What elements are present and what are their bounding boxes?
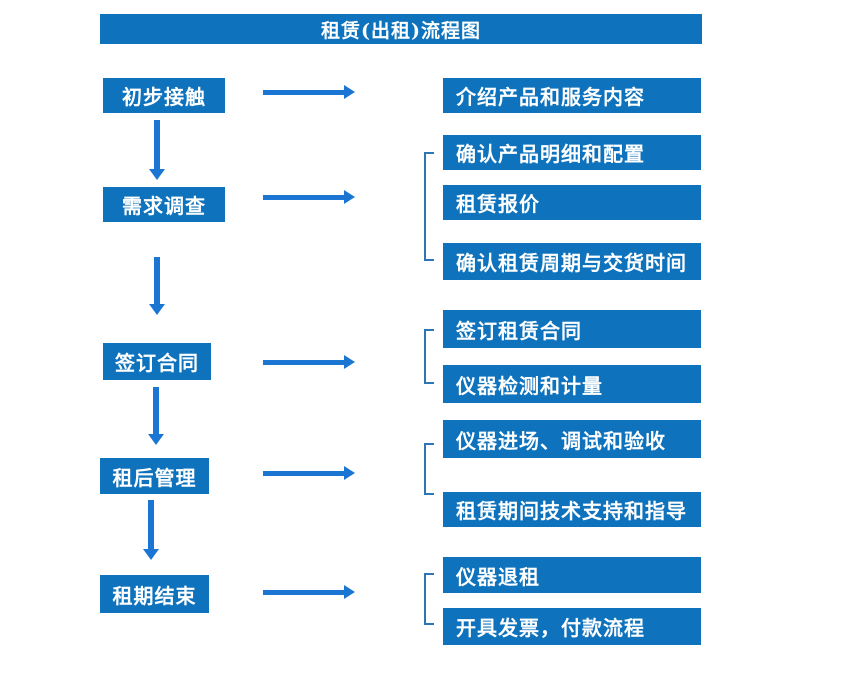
down-arrow-head xyxy=(148,434,164,445)
detail-box-instrument-return: 仪器退租 xyxy=(443,557,701,593)
right-arrow-head xyxy=(344,190,355,204)
detail-box-confirm-product-details: 确认产品明细和配置 xyxy=(443,135,701,170)
down-arrow-icon xyxy=(149,120,165,180)
detail-box-invoice-payment: 开具发票，付款流程 xyxy=(443,608,701,645)
down-arrow-shaft xyxy=(154,120,160,169)
stage-box-demand-survey: 需求调查 xyxy=(103,187,225,222)
detail-box-confirm-rental-period: 确认租赁周期与交货时间 xyxy=(443,243,701,280)
down-arrow-head xyxy=(143,549,159,560)
down-arrow-head xyxy=(149,169,165,180)
page-title: 租赁(出租)流程图 xyxy=(321,19,481,42)
right-arrow-shaft xyxy=(263,89,344,95)
right-arrow-icon xyxy=(263,466,355,480)
right-arrow-head xyxy=(344,466,355,480)
stage-box-post-rental-management: 租后管理 xyxy=(100,458,209,494)
right-arrow-head xyxy=(344,355,355,369)
right-arrow-icon xyxy=(263,585,355,599)
right-arrow-icon xyxy=(263,85,355,99)
bracket-connector-demand-survey xyxy=(424,152,434,261)
bracket-connector-post-rental xyxy=(424,443,434,495)
down-arrow-shaft xyxy=(153,387,159,434)
detail-box-sign-rental-contract: 签订租赁合同 xyxy=(443,310,701,348)
detail-box-rental-quote: 租赁报价 xyxy=(443,185,701,220)
stage-box-rental-end: 租期结束 xyxy=(100,575,209,613)
detail-box-tech-support: 租赁期间技术支持和指导 xyxy=(443,492,701,527)
right-arrow-icon xyxy=(263,355,355,369)
down-arrow-icon xyxy=(143,500,159,560)
stage-box-sign-contract: 签订合同 xyxy=(103,343,211,380)
detail-box-introduce-products: 介绍产品和服务内容 xyxy=(443,78,701,113)
down-arrow-icon xyxy=(148,387,164,445)
right-arrow-shaft xyxy=(263,359,344,365)
down-arrow-head xyxy=(149,304,165,315)
bracket-connector-sign-contract xyxy=(424,329,434,384)
down-arrow-shaft xyxy=(154,257,160,304)
right-arrow-shaft xyxy=(263,589,344,595)
down-arrow-shaft xyxy=(148,500,154,549)
title-bar: 租赁(出租)流程图 xyxy=(100,14,702,44)
down-arrow-icon xyxy=(149,257,165,315)
right-arrow-shaft xyxy=(263,470,344,476)
stage-box-initial-contact: 初步接触 xyxy=(103,78,225,113)
right-arrow-head xyxy=(344,585,355,599)
right-arrow-shaft xyxy=(263,194,344,200)
detail-box-instrument-setup-acceptance: 仪器进场、调试和验收 xyxy=(443,420,701,458)
detail-box-instrument-testing: 仪器检测和计量 xyxy=(443,365,701,403)
bracket-connector-rental-end xyxy=(424,573,434,625)
right-arrow-icon xyxy=(263,190,355,204)
right-arrow-head xyxy=(344,85,355,99)
